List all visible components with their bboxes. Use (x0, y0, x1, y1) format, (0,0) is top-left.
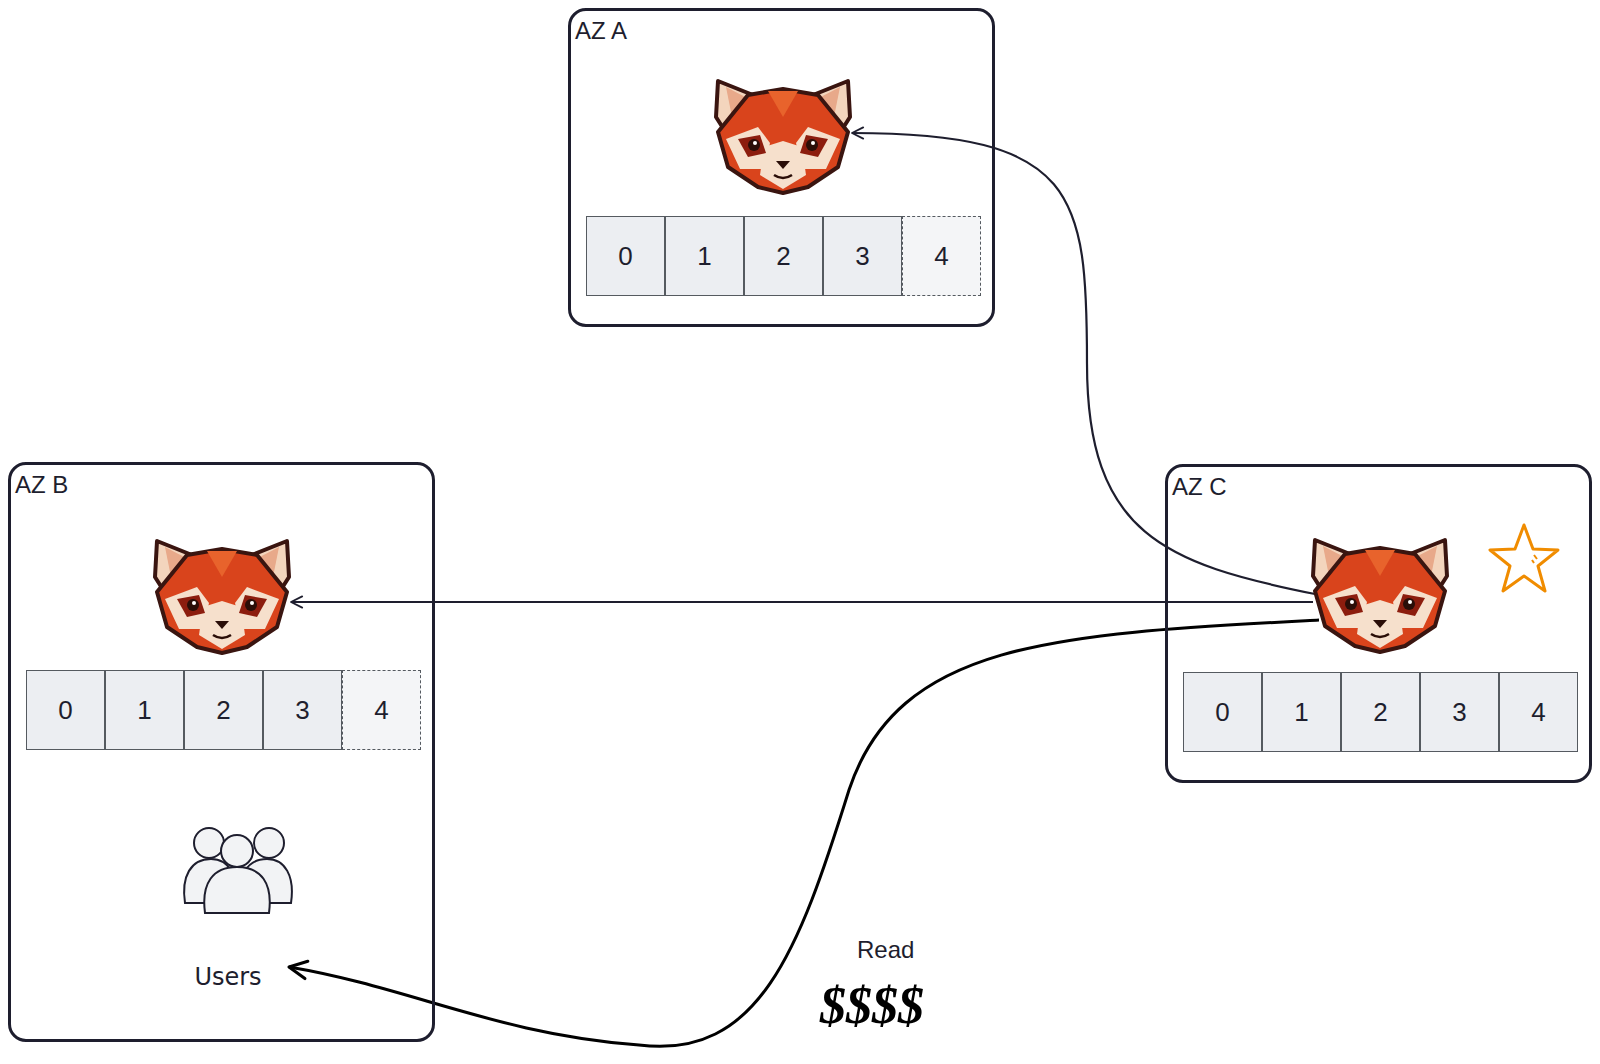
segment-number: 4 (1531, 697, 1545, 728)
log-segment: 4 (1499, 672, 1578, 752)
replication-arrow (291, 601, 1313, 603)
availability-zone: AZ A 0 1 2 3 4 (568, 8, 995, 327)
log-segment: 3 (263, 670, 342, 750)
segment-number: 3 (855, 241, 869, 272)
replication-arrow (852, 133, 1315, 594)
log-segment: 1 (1262, 672, 1341, 752)
users-label: Users (153, 963, 303, 991)
log-segment: 1 (105, 670, 184, 750)
log-segment: 4 (342, 670, 421, 750)
log-segment: 1 (665, 216, 744, 296)
segment-number: 0 (618, 241, 632, 272)
broker-icon (1305, 536, 1455, 654)
segment-number: 4 (374, 695, 388, 726)
segment-number: 3 (1452, 697, 1466, 728)
log-segment: 4 (902, 216, 981, 296)
log-segment: 0 (1183, 672, 1262, 752)
availability-zone: AZ C 0 1 2 3 4 (1165, 464, 1592, 783)
segment-number: 4 (934, 241, 948, 272)
zone-title: AZ C (1172, 473, 1227, 501)
segment-number: 3 (295, 695, 309, 726)
segment-number: 2 (776, 241, 790, 272)
log-segment: 3 (1420, 672, 1499, 752)
segment-number: 0 (1215, 697, 1229, 728)
log-segment: 0 (586, 216, 665, 296)
log-segment: 3 (823, 216, 902, 296)
edge-label: Read (854, 936, 917, 964)
segment-number: 1 (137, 695, 151, 726)
segment-number: 2 (1373, 697, 1387, 728)
leader-star (1484, 519, 1564, 599)
log-segment: 2 (1341, 672, 1420, 752)
availability-zone: AZ B 0 1 2 3 4Users (8, 462, 435, 1042)
segment-number: 0 (58, 695, 72, 726)
broker-icon (708, 77, 858, 195)
segment-number: 1 (1294, 697, 1308, 728)
cost-note: $$$$ (820, 976, 924, 1035)
segment-number: 2 (216, 695, 230, 726)
log-segment: 2 (744, 216, 823, 296)
user-group: Users (153, 821, 303, 993)
segment-number: 1 (697, 241, 711, 272)
users-icon (173, 821, 303, 921)
zone-title: AZ B (15, 471, 68, 499)
log-segment: 2 (184, 670, 263, 750)
log-segment: 0 (26, 670, 105, 750)
zone-title: AZ A (575, 17, 627, 45)
broker-icon (147, 537, 297, 655)
